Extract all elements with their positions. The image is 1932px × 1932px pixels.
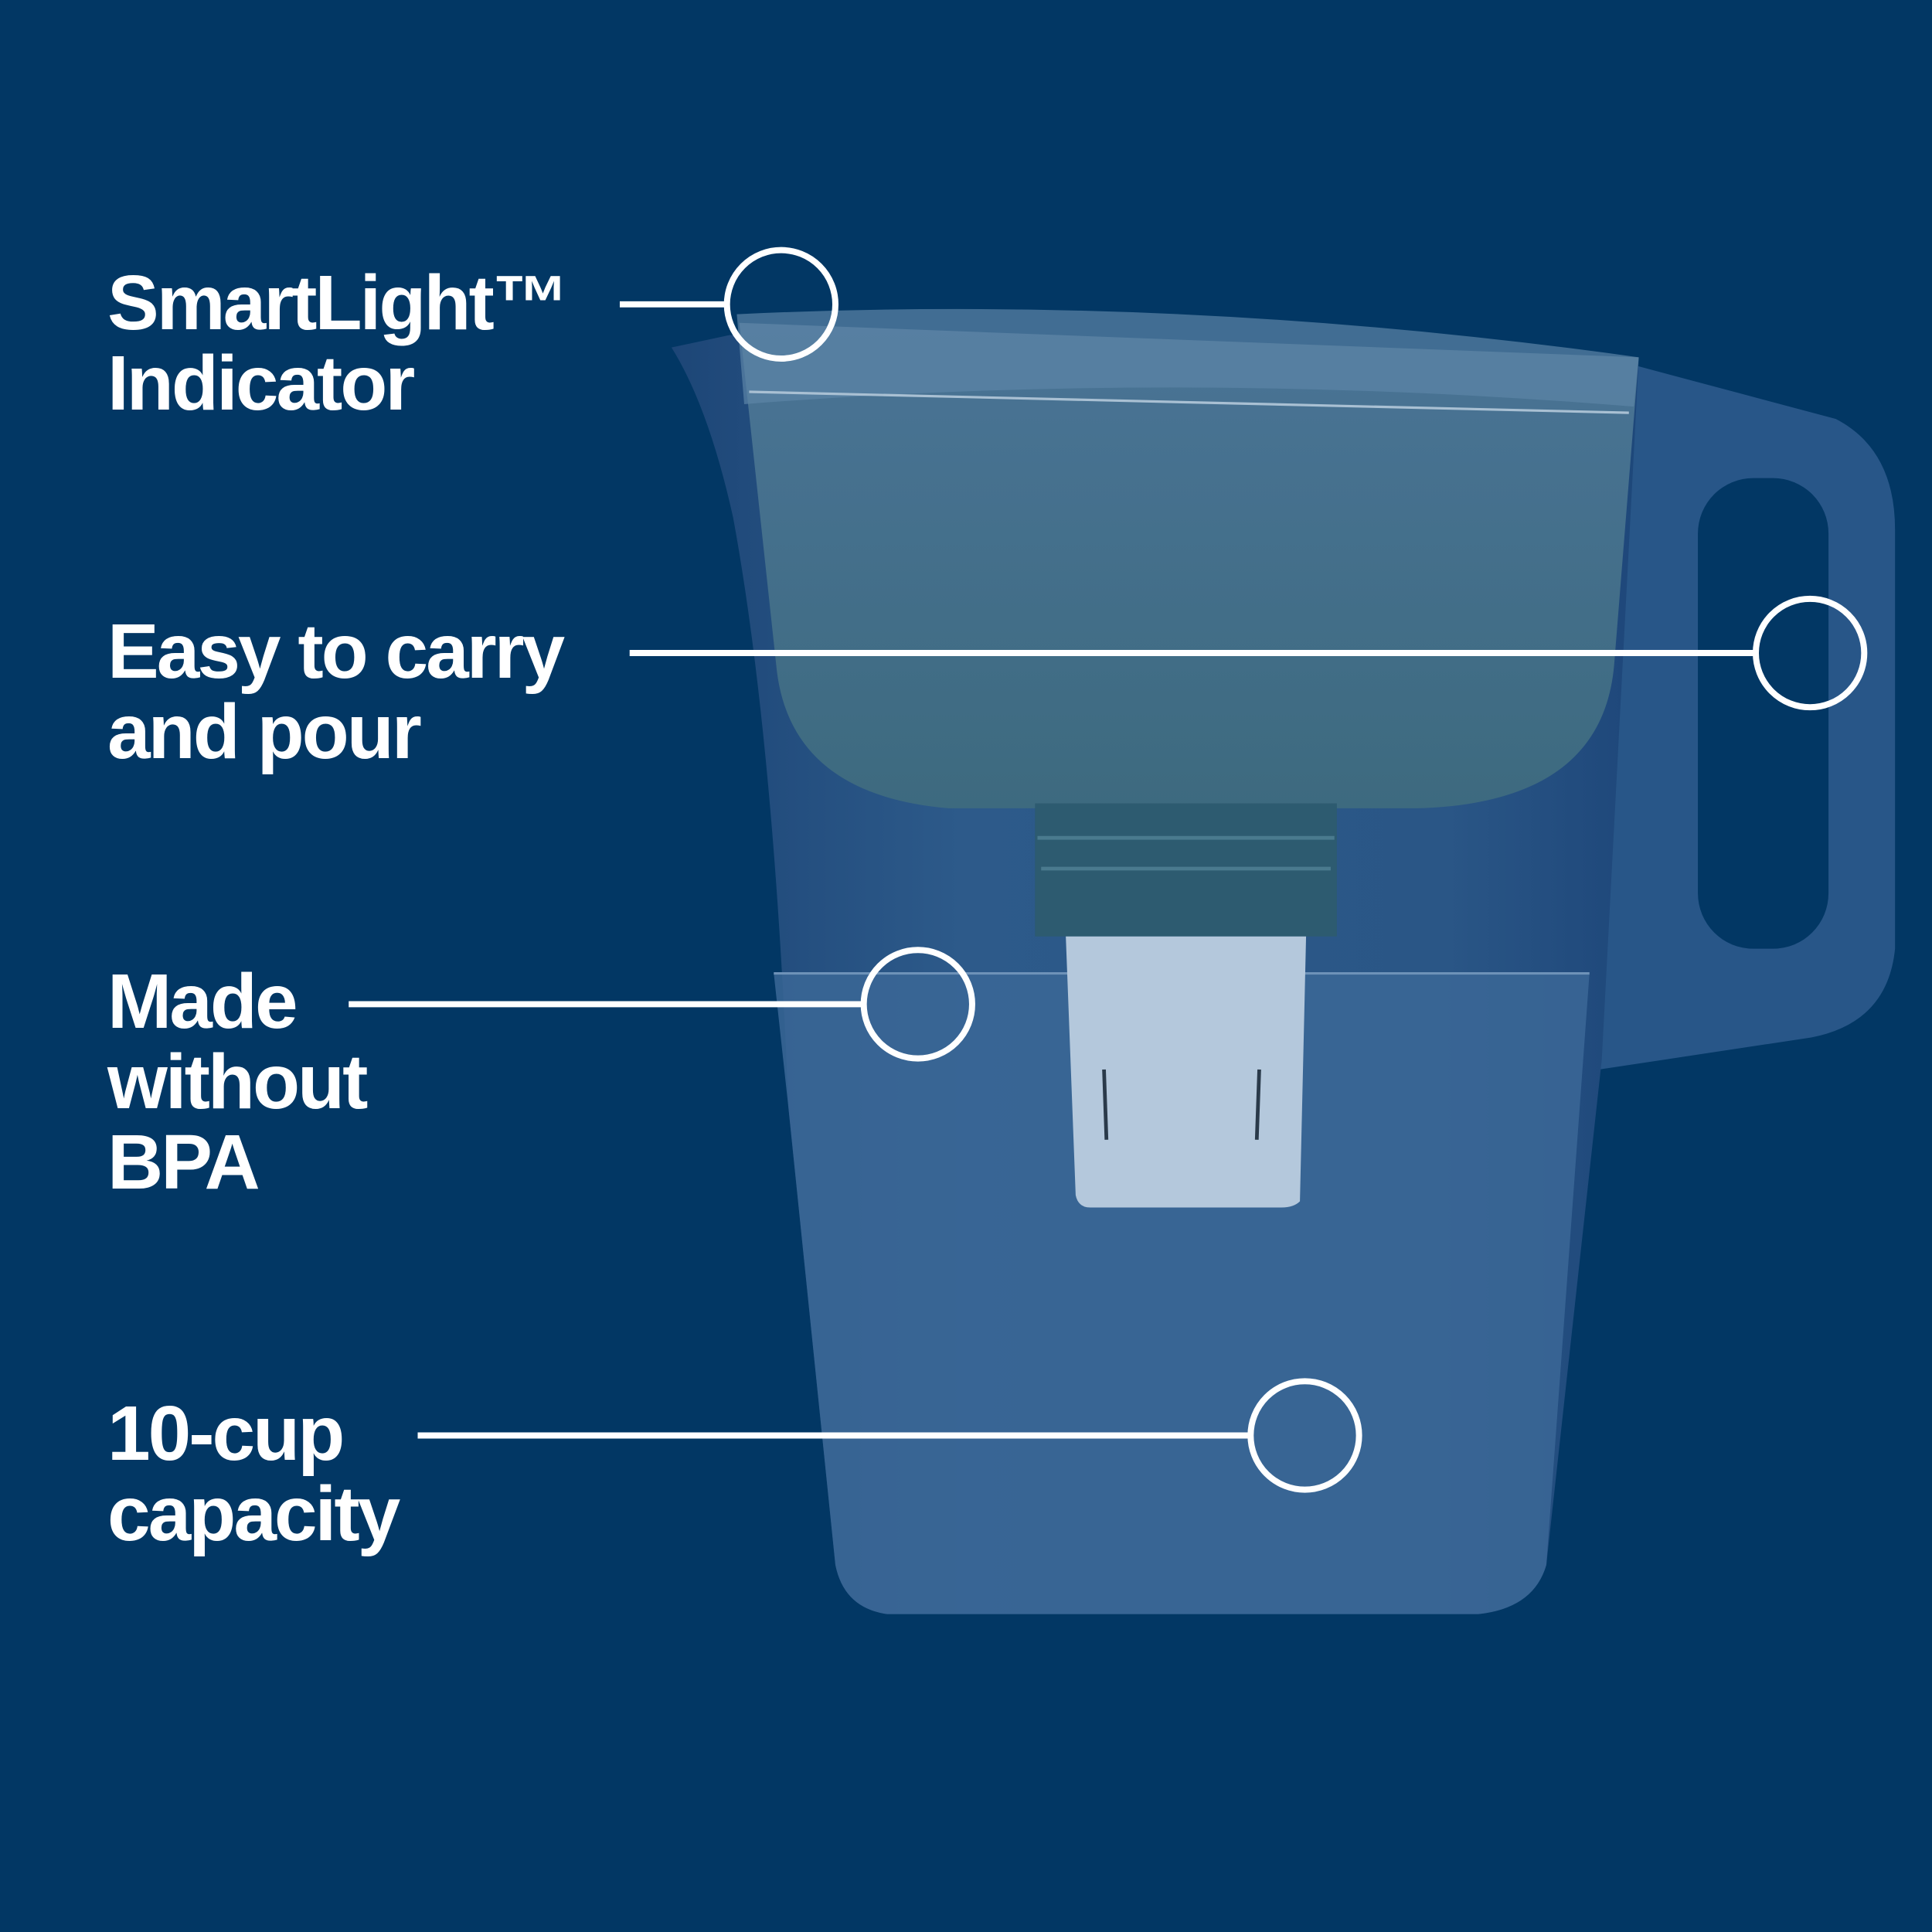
callout-carry-label: Easy to carry and pour bbox=[107, 608, 565, 775]
reservoir bbox=[739, 322, 1639, 808]
label-line: capacity bbox=[107, 1471, 400, 1557]
label-line: and pour bbox=[107, 689, 422, 775]
callout-circle-carry bbox=[1753, 595, 1868, 711]
water bbox=[774, 973, 1590, 1614]
callout-circle-smartlight bbox=[723, 247, 838, 362]
label-line: Easy to carry bbox=[107, 608, 565, 695]
label-line: SmartLight™ bbox=[107, 260, 570, 346]
callout-circle-capacity bbox=[1247, 1378, 1362, 1493]
callout-circle-bpa bbox=[860, 947, 975, 1062]
label-line: 10-cup bbox=[107, 1390, 345, 1477]
callout-bpa-label: Made without BPA bbox=[107, 958, 368, 1206]
label-line: without bbox=[107, 1039, 368, 1125]
filter-cartridge bbox=[1066, 936, 1307, 1208]
label-line: Made bbox=[107, 958, 298, 1045]
callout-capacity-label: 10-cup capacity bbox=[107, 1390, 400, 1557]
label-line: Indicator bbox=[107, 340, 415, 427]
label-line: BPA bbox=[107, 1119, 260, 1206]
handle-opening bbox=[1698, 478, 1829, 949]
callout-smartlight-label: SmartLight™ Indicator bbox=[107, 260, 570, 427]
